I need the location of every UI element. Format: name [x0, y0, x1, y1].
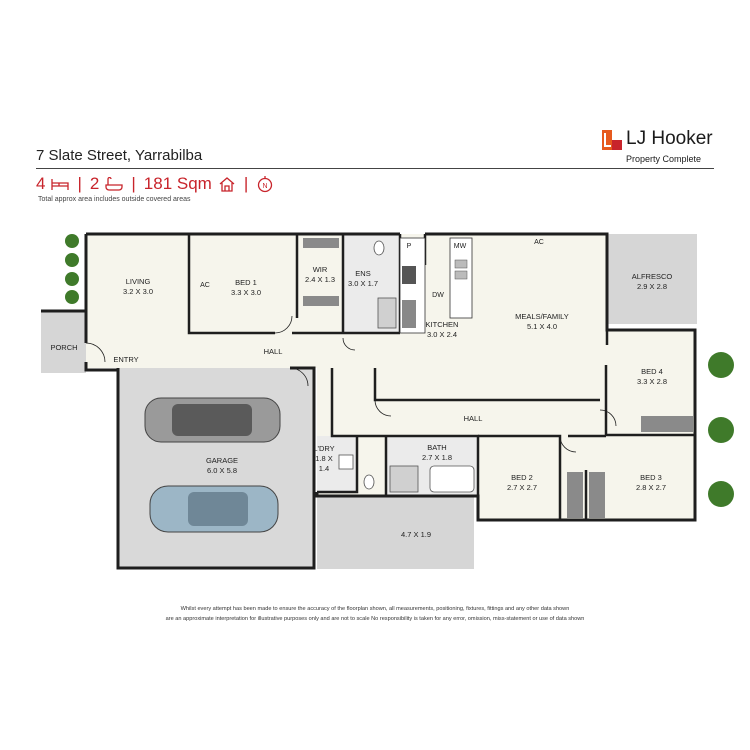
stats-separator: | — [77, 174, 82, 193]
room-size-ldry-b: 1.4 — [319, 464, 329, 473]
laundry-tub-icon — [338, 454, 354, 470]
room-name-bed1: BED 1 — [235, 278, 257, 287]
shower-icon — [389, 465, 419, 493]
alfresco-area — [607, 234, 697, 324]
label-hall: HALL — [264, 347, 283, 356]
kitchen-benches — [399, 237, 473, 334]
room-name-bath: BATH — [427, 443, 446, 452]
tree-icon — [708, 352, 734, 378]
room-name-ldry: L'DRY — [313, 444, 334, 453]
cooktop-icon — [402, 266, 416, 284]
shrub-icon — [65, 234, 79, 248]
bathroom-count: 2 — [89, 174, 100, 193]
room-name-ens: ENS — [355, 269, 370, 278]
fridge-icon — [402, 300, 416, 328]
room-size-kitchen: 3.0 X 2.4 — [427, 330, 457, 339]
room-size-ldry-a: 1.8 X — [315, 454, 333, 463]
room-size-bed4: 3.3 X 2.8 — [637, 377, 667, 386]
toilet-icon — [363, 474, 375, 490]
wardrobe-icon — [303, 296, 339, 306]
room-size-bed3: 2.8 X 2.7 — [636, 483, 666, 492]
room-size-garage: 6.0 X 5.8 — [207, 466, 237, 475]
bathtub-icon — [429, 465, 475, 493]
disclaimer: Whilst every attempt has been made to en… — [0, 604, 750, 624]
lj-hooker-mark-icon — [602, 130, 622, 150]
kitchen-sink-icon — [454, 259, 468, 269]
property-address: 7 Slate Street, Yarrabilba — [36, 147, 203, 164]
shrub-icon — [65, 272, 79, 286]
bath-fixtures — [338, 240, 475, 493]
exterior-walls — [41, 232, 697, 570]
stats-separator: | — [243, 174, 249, 193]
brand-tagline: Property Complete — [626, 154, 702, 164]
header-divider — [36, 168, 714, 169]
label-microwave: MW — [454, 243, 467, 250]
porch-area — [41, 311, 86, 373]
shower-icon — [377, 297, 397, 329]
shrub-icon — [65, 290, 79, 304]
property-stats: 4 | 2 | 181 Sqm | N — [36, 174, 274, 194]
room-size-wir: 2.4 X 1.3 — [305, 275, 335, 284]
stats-separator: | — [131, 174, 136, 193]
room-size-patio: 4.7 X 1.9 — [401, 530, 431, 539]
room-name-garage: GARAGE — [206, 456, 238, 465]
door-swings — [85, 315, 617, 453]
wardrobe-icon — [303, 238, 339, 248]
room-size-bed1: 3.3 X 3.0 — [231, 288, 261, 297]
room-size-bed2: 2.7 X 2.7 — [507, 483, 537, 492]
label-pantry: P — [407, 243, 412, 250]
kitchen-sink-icon — [454, 270, 468, 280]
room-size-meals: 5.1 X 4.0 — [527, 322, 557, 331]
room-size-bath: 2.7 X 1.8 — [422, 453, 452, 462]
disclaimer-line: Whilst every attempt has been made to en… — [180, 606, 570, 612]
label-porch: PORCH — [50, 343, 77, 352]
room-name-bed2: BED 2 — [511, 473, 533, 482]
brand-name: LJ Hooker — [626, 128, 713, 149]
wardrobe-icon — [641, 416, 693, 432]
room-size-living: 3.2 X 3.0 — [123, 287, 153, 296]
bedroom-count: 4 — [36, 174, 46, 193]
room-name-bed4: BED 4 — [641, 367, 663, 376]
shrub-icons — [65, 234, 734, 507]
room-name-kitchen: KITCHEN — [426, 320, 459, 329]
wardrobe-icon — [589, 472, 605, 518]
patio-area — [317, 496, 474, 569]
room-name-alfresco: ALFRESCO — [632, 272, 673, 281]
room-name-wir: WIR — [313, 265, 328, 274]
label-ac: AC — [200, 282, 210, 289]
room-name-bed3: BED 3 — [640, 473, 662, 482]
tree-icon — [708, 481, 734, 507]
room-size-alfresco: 2.9 X 2.8 — [637, 282, 667, 291]
compass-north-letter: N — [263, 183, 268, 190]
label-ac: AC — [534, 239, 544, 246]
tree-icon — [708, 417, 734, 443]
wardrobe-icon — [567, 472, 583, 518]
shrub-icon — [65, 253, 79, 267]
label-entry: ENTRY — [113, 355, 138, 364]
lj-hooker-logo: LJ Hooker Property Complete — [602, 128, 717, 168]
bed-icon — [51, 179, 70, 190]
room-size-ens: 3.0 X 1.7 — [348, 279, 378, 288]
toilet-icon — [373, 240, 385, 256]
car-icon — [149, 485, 279, 533]
house-icon — [219, 177, 235, 192]
bath-icon — [105, 177, 124, 191]
interior-floor — [86, 234, 695, 520]
area-note: Total approx area includes outside cover… — [38, 196, 191, 203]
disclaimer-line: are an approximate interpretation for il… — [165, 616, 585, 622]
north-compass-icon: N — [258, 176, 273, 193]
floor-area: 181 Sqm — [143, 174, 212, 193]
car-icon — [144, 397, 281, 443]
room-name-living: LIVING — [126, 277, 151, 286]
wardrobes — [303, 238, 693, 518]
label-hall: HALL — [464, 414, 483, 423]
room-name-meals: MEALS/FAMILY — [515, 312, 569, 321]
label-dishwasher: DW — [432, 292, 444, 299]
